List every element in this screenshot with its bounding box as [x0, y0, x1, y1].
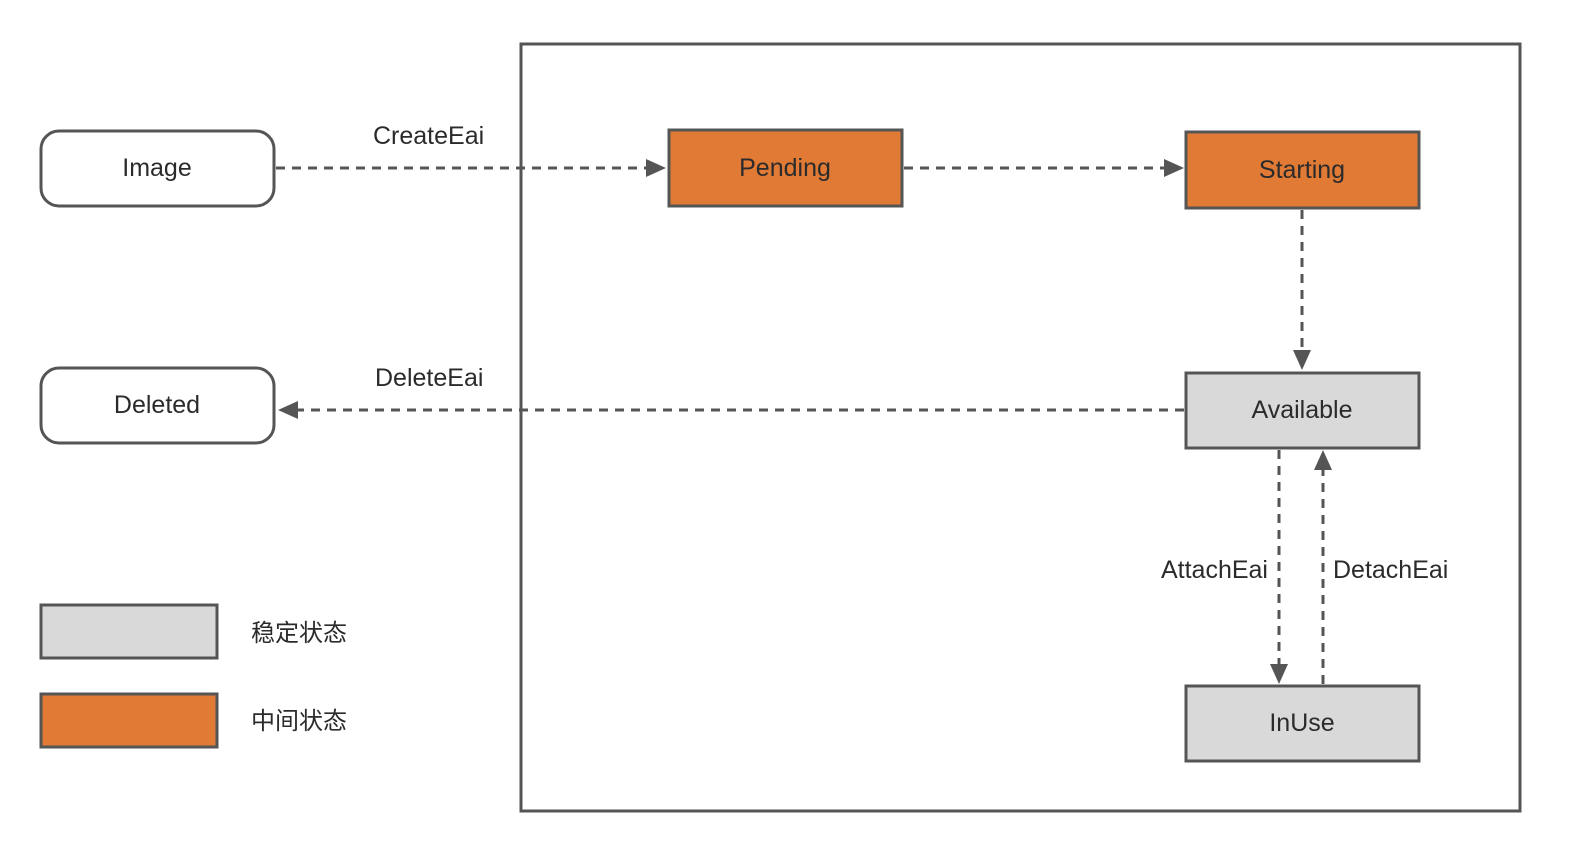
node-available: Available: [1184, 371, 1421, 450]
arrowhead-icon: [1314, 450, 1332, 470]
edge-detach: [1314, 450, 1332, 684]
node-deleted: Deleted: [39, 366, 276, 445]
legend: 稳定状态 中间状态: [39, 603, 347, 749]
edge-starting-available: [1293, 210, 1311, 370]
node-pending: Pending: [667, 128, 904, 208]
legend-label-intermediate: 中间状态: [251, 707, 347, 735]
arrowhead-icon: [278, 401, 298, 419]
node-available-label: Available: [1251, 396, 1352, 424]
arrowhead-icon: [1293, 350, 1311, 370]
edge-label-attach: AttachEai: [1161, 556, 1268, 584]
node-starting: Starting: [1184, 130, 1421, 210]
node-inuse-label: InUse: [1269, 709, 1334, 737]
instance-boundary: [519, 42, 1522, 813]
edge-attach: [1270, 450, 1288, 684]
legend-swatch-stable: [39, 603, 219, 660]
legend-swatch-intermediate: [39, 692, 219, 749]
edge-pending-starting: [904, 159, 1184, 177]
edge-label-create: CreateEai: [373, 122, 484, 150]
arrowhead-icon: [1270, 664, 1288, 684]
legend-label-stable: 稳定状态: [251, 619, 347, 647]
arrowhead-icon: [1164, 159, 1184, 177]
node-pending-label: Pending: [739, 154, 831, 182]
arrowhead-icon: [646, 159, 666, 177]
node-image-label: Image: [122, 154, 191, 182]
edge-label-delete: DeleteEai: [375, 364, 483, 392]
edge-label-detach: DetachEai: [1333, 556, 1448, 584]
node-starting-label: Starting: [1259, 156, 1345, 184]
edge-create: [276, 159, 666, 177]
edge-delete: [278, 401, 1184, 419]
node-inuse: InUse: [1184, 684, 1421, 763]
node-image: Image: [39, 129, 276, 208]
node-deleted-label: Deleted: [114, 391, 200, 419]
